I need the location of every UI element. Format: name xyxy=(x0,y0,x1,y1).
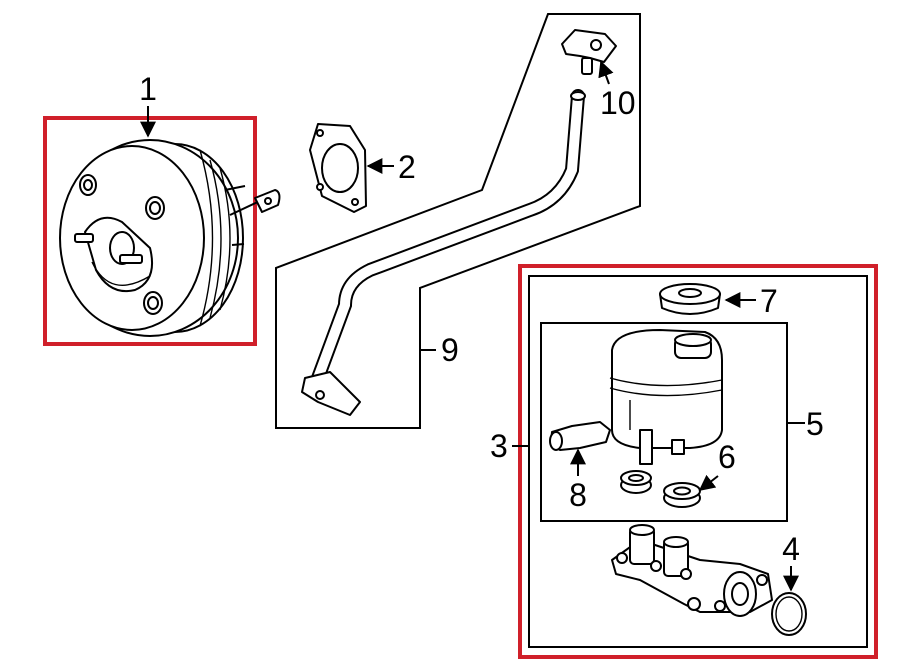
brake-booster xyxy=(59,139,281,337)
booster-highlight-box xyxy=(43,116,257,346)
vacuum-sensor xyxy=(561,29,617,75)
reservoir-cap xyxy=(659,283,721,315)
callout-2-label: 2 xyxy=(398,149,416,185)
callout-10: 10 xyxy=(598,60,636,121)
callout-6: 6 xyxy=(698,439,736,491)
callout-3-label: 3 xyxy=(490,428,508,464)
callout-10-label: 10 xyxy=(600,85,636,121)
vacuum-hose xyxy=(301,89,586,416)
callout-9-label: 9 xyxy=(441,332,459,368)
callout-4-label: 4 xyxy=(782,531,800,567)
o-ring xyxy=(771,592,807,636)
fluid-level-sensor xyxy=(549,421,611,451)
fluid-reservoir xyxy=(609,329,723,465)
callout-6-label: 6 xyxy=(718,439,736,475)
callout-1-label: 1 xyxy=(139,71,157,107)
callout-7-label: 7 xyxy=(760,283,778,319)
master-cylinder-body xyxy=(611,524,773,617)
callout-1: 1 xyxy=(139,71,157,138)
callout-9: 9 xyxy=(420,332,459,368)
callout-8-label: 8 xyxy=(569,477,587,513)
gasket xyxy=(309,123,367,213)
callout-7: 7 xyxy=(724,283,778,319)
master-cylinder-group-outline xyxy=(528,275,868,648)
master-cylinder-highlight-box xyxy=(518,264,878,659)
callout-2: 2 xyxy=(366,149,416,185)
callout-4: 4 xyxy=(782,531,800,592)
reservoir-grommets xyxy=(620,470,701,508)
callout-8: 8 xyxy=(569,448,587,513)
hose-group-outline xyxy=(275,13,641,429)
callout-5: 5 xyxy=(787,406,824,442)
callout-3: 3 xyxy=(490,428,529,464)
callout-5-label: 5 xyxy=(806,406,824,442)
